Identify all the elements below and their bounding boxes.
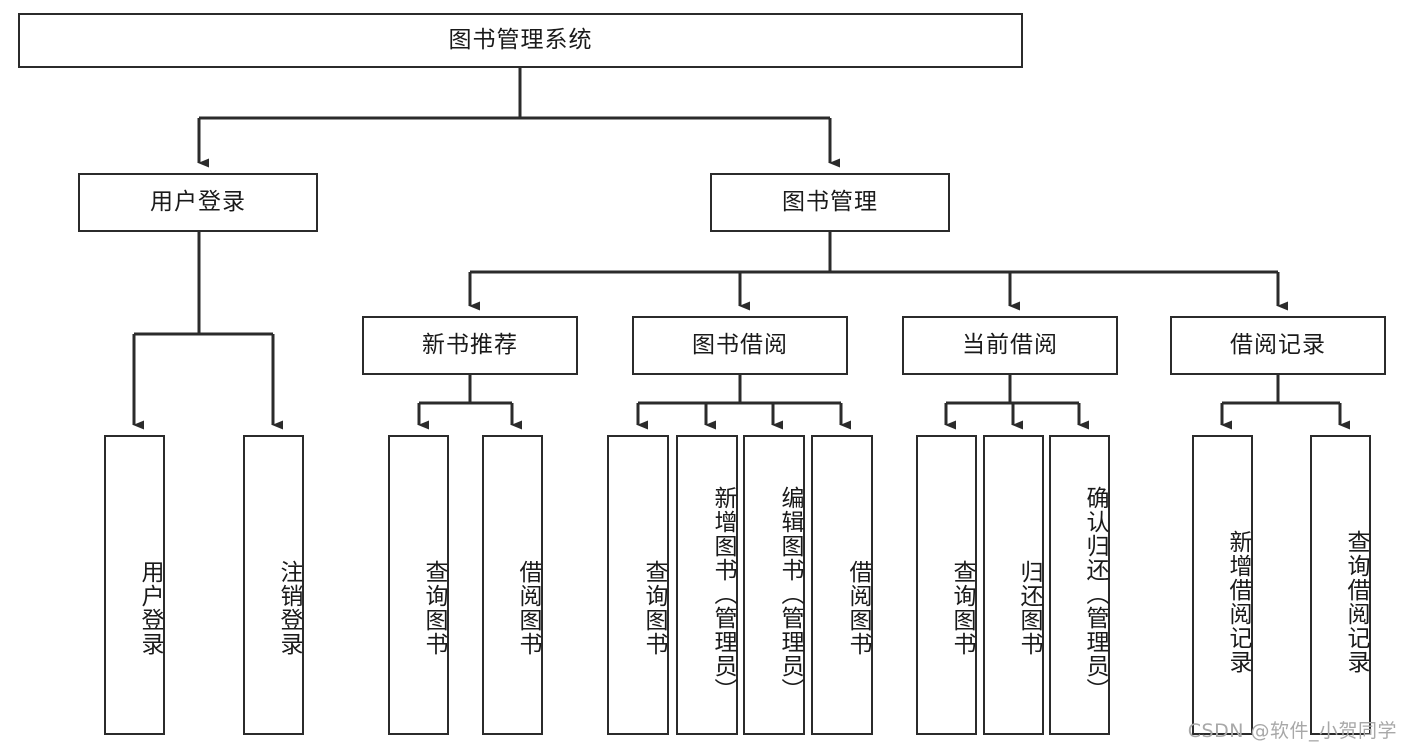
node-label: 新增借阅记录 — [1225, 530, 1251, 674]
node-label: 查询借阅记录 — [1343, 530, 1369, 674]
node-leaf-add-book-admin[interactable]: 新增图书（管理员） — [676, 435, 738, 735]
node-label: 查询图书 — [641, 560, 667, 656]
node-label: 查询图书 — [949, 560, 975, 656]
node-borrow-record[interactable]: 借阅记录 — [1170, 316, 1386, 375]
node-label: 查询图书 — [421, 560, 447, 656]
node-leaf-query-borrow-record[interactable]: 查询借阅记录 — [1310, 435, 1371, 735]
node-label: 编辑图书（管理员） — [777, 486, 803, 702]
node-label: 注销登录 — [276, 560, 302, 656]
node-root-book-management-system[interactable]: 图书管理系统 — [18, 13, 1023, 68]
node-label: 借阅记录 — [1230, 331, 1326, 358]
node-label: 借阅图书 — [845, 560, 871, 656]
node-label: 当前借阅 — [962, 331, 1058, 358]
node-user-login[interactable]: 用户登录 — [78, 173, 318, 232]
node-current-borrow[interactable]: 当前借阅 — [902, 316, 1118, 375]
csdn-watermark: CSDN @软件_小贺同学 — [1187, 720, 1397, 742]
node-new-book-recommend[interactable]: 新书推荐 — [362, 316, 578, 375]
node-label: 用户登录 — [137, 560, 163, 656]
node-book-management[interactable]: 图书管理 — [710, 173, 950, 232]
node-label: 借阅图书 — [515, 560, 541, 656]
node-label: 归还图书 — [1016, 560, 1042, 656]
node-leaf-borrow-book[interactable]: 借阅图书 — [811, 435, 873, 735]
node-label: 图书借阅 — [692, 331, 788, 358]
node-book-borrow[interactable]: 图书借阅 — [632, 316, 848, 375]
node-leaf-query-book[interactable]: 查询图书 — [607, 435, 669, 735]
node-leaf-logout[interactable]: 注销登录 — [243, 435, 304, 735]
node-leaf-return-book[interactable]: 归还图书 — [983, 435, 1044, 735]
node-leaf-borrow-book-recommend[interactable]: 借阅图书 — [482, 435, 543, 735]
node-label: 新增图书（管理员） — [710, 486, 736, 702]
node-leaf-query-book-recommend[interactable]: 查询图书 — [388, 435, 449, 735]
node-leaf-confirm-return-admin[interactable]: 确认归还（管理员） — [1049, 435, 1110, 735]
node-label: 图书管理 — [782, 188, 878, 215]
node-leaf-query-book-current[interactable]: 查询图书 — [916, 435, 977, 735]
node-leaf-user-login[interactable]: 用户登录 — [104, 435, 165, 735]
node-leaf-add-borrow-record[interactable]: 新增借阅记录 — [1192, 435, 1253, 735]
node-label: 图书管理系统 — [448, 26, 593, 53]
node-leaf-edit-book-admin[interactable]: 编辑图书（管理员） — [743, 435, 805, 735]
node-label: 用户登录 — [150, 188, 246, 215]
node-label: 新书推荐 — [422, 331, 518, 358]
node-label: 确认归还（管理员） — [1082, 486, 1108, 702]
